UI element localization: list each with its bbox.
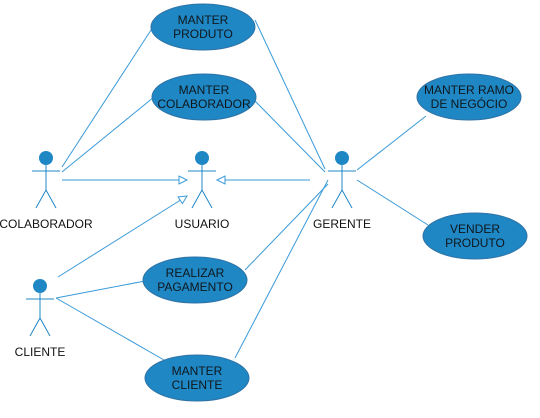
usecase-ellipse <box>422 212 528 260</box>
usecase-label: DE NEGÓCIO <box>431 96 508 111</box>
actor-head-icon <box>33 279 47 293</box>
actor-head-icon <box>195 151 209 165</box>
usecase-ellipse <box>150 3 256 51</box>
generalization-cliente-usuario <box>57 195 188 278</box>
actor-head-icon <box>335 151 349 165</box>
usecase-label: CLIENTE <box>172 378 223 392</box>
actor-gerente[interactable]: GERENTE <box>313 151 371 231</box>
actor-right-leg <box>45 189 57 209</box>
association-cliente-manter_cliente <box>55 297 165 361</box>
generalization-arrowhead <box>178 175 189 185</box>
usecase-label: COLABORADOR <box>157 97 251 111</box>
actor-left-leg <box>35 189 47 209</box>
usecase-label: MANTER <box>179 83 230 97</box>
association-gerente-manter_ramo <box>356 115 427 171</box>
actor-cliente[interactable]: CLIENTE <box>15 279 66 359</box>
generalization-gerente-usuario <box>215 175 310 185</box>
generalization-colaborador-usuario <box>62 175 189 185</box>
actor-left-leg <box>331 189 343 209</box>
actor-right-leg <box>341 189 353 209</box>
actor-right-leg <box>39 317 51 337</box>
actors-layer: COLABORADOR USUARIO GERENTE CLIENTE <box>0 151 371 359</box>
actor-head-icon <box>39 151 53 165</box>
generalization-arrowhead <box>215 175 226 185</box>
usecase-label: VENDER <box>450 222 500 236</box>
usecase-label: MANTER RAMO <box>424 83 514 97</box>
edges-layer <box>55 19 429 361</box>
generalization-line <box>57 199 181 278</box>
association-gerente-manter_cliente <box>234 179 329 359</box>
usecase-label: PAGAMENTO <box>157 280 233 294</box>
usecase-label: MANTER <box>172 364 223 378</box>
actor-left-leg <box>29 317 41 337</box>
association-colaborador-manter_produto <box>61 26 154 168</box>
association-gerente-vender_produto <box>356 179 429 226</box>
association-gerente-manter_produto <box>254 19 326 170</box>
actor-label: CLIENTE <box>15 345 66 359</box>
usecase-ellipse <box>151 73 257 121</box>
actor-label: COLABORADOR <box>0 217 93 231</box>
usecase-label: PRODUTO <box>173 27 233 41</box>
usecase-ellipse <box>144 354 250 402</box>
actor-label: GERENTE <box>313 217 371 231</box>
actor-usuario[interactable]: USUARIO <box>175 151 230 231</box>
association-cliente-realizar_pagamento <box>55 280 146 299</box>
usecase-ellipse <box>142 256 248 304</box>
association-gerente-realizar_pagamento <box>244 183 329 271</box>
generalization-arrowhead <box>177 195 188 205</box>
usecase-label: REALIZAR <box>166 266 225 280</box>
actor-left-leg <box>191 189 203 209</box>
association-colaborador-manter_colaborador <box>61 96 155 173</box>
usecase-ellipse <box>416 73 522 121</box>
usecase-label: PRODUTO <box>445 236 505 250</box>
actor-right-leg <box>201 189 213 209</box>
actor-label: USUARIO <box>175 217 230 231</box>
usecase-label: MANTER <box>178 13 229 27</box>
actor-colaborador[interactable]: COLABORADOR <box>0 151 93 231</box>
association-gerente-manter_colaborador <box>253 99 326 173</box>
